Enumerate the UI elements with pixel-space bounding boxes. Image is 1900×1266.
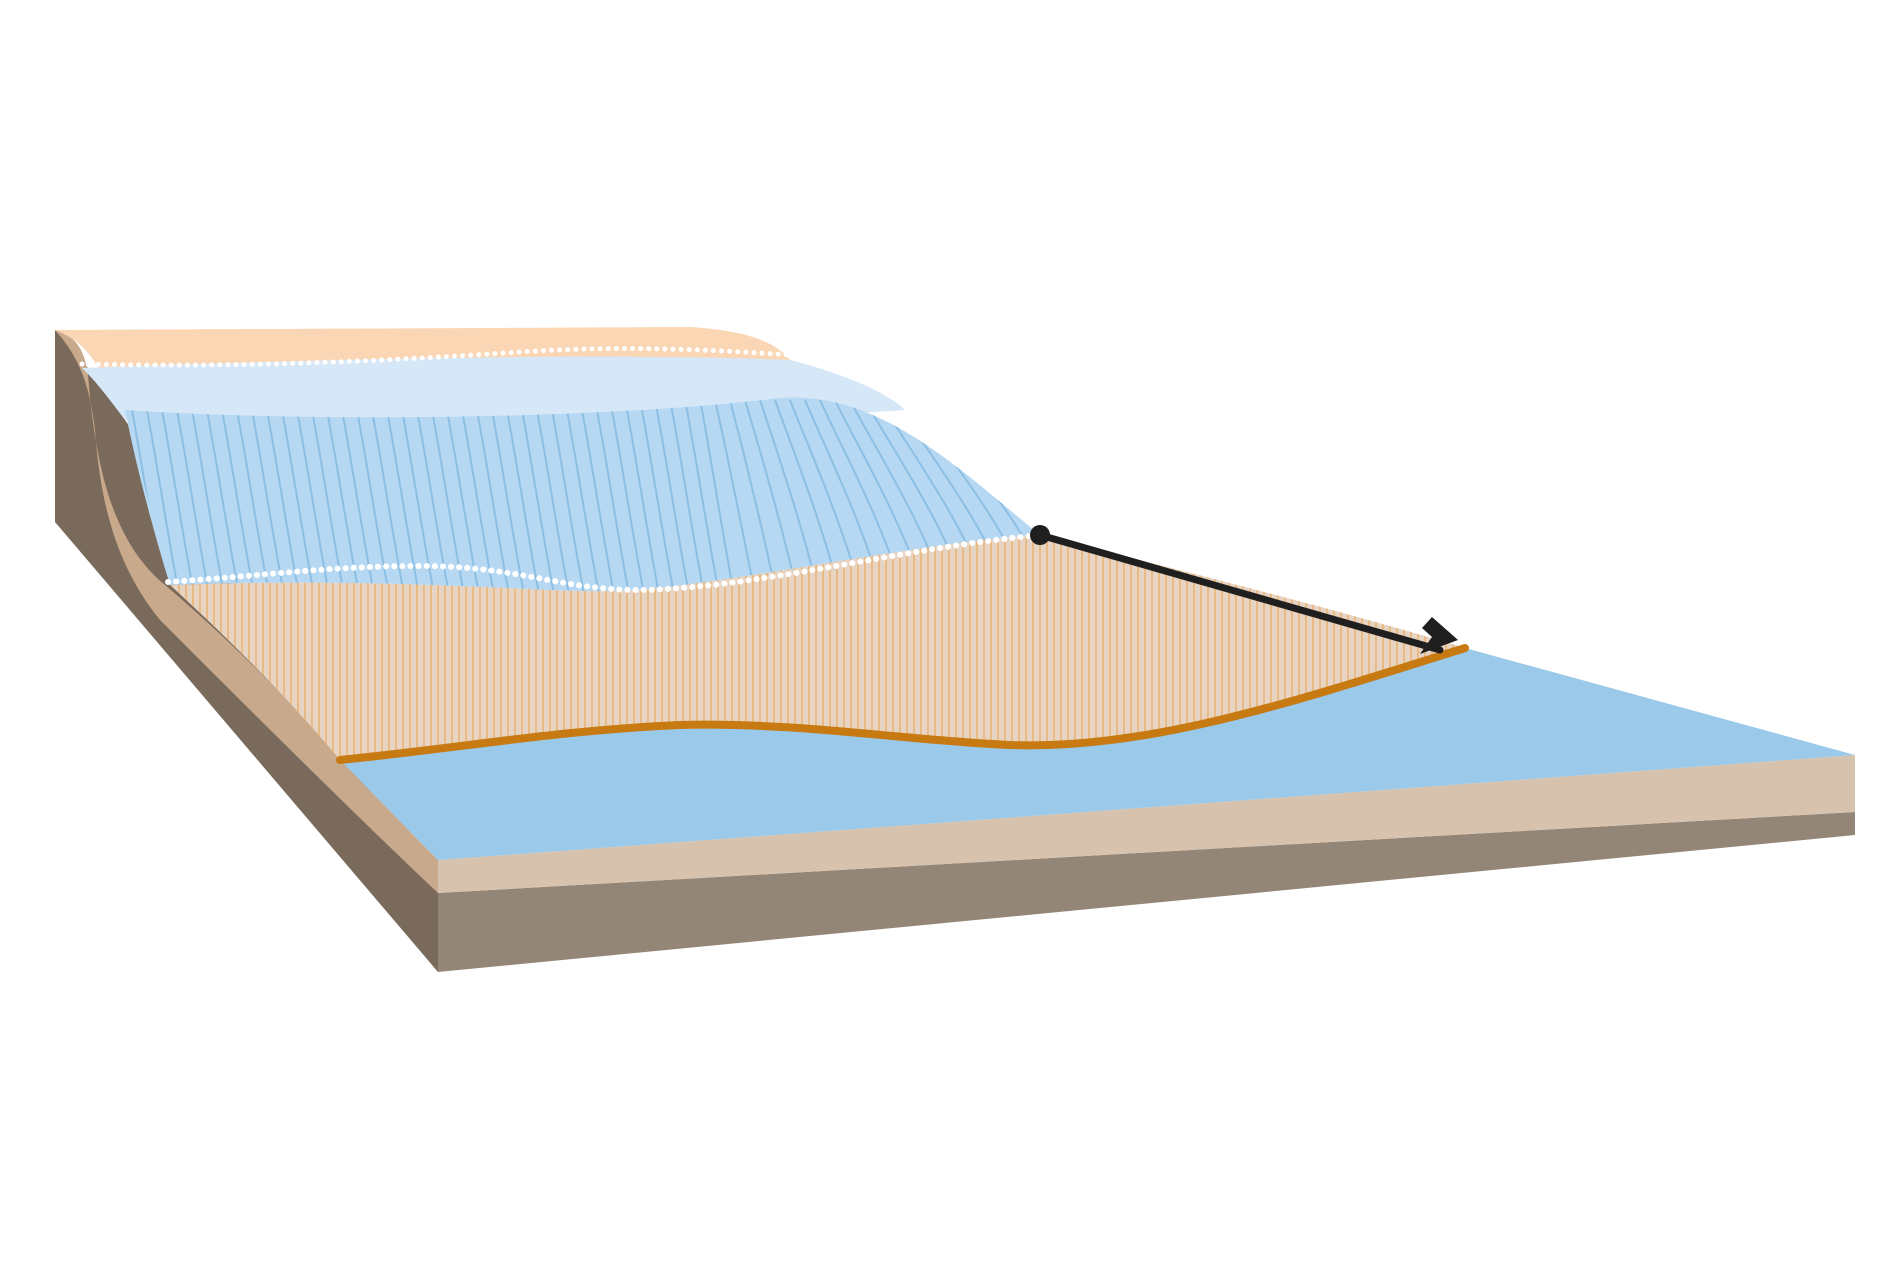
wave-face-line <box>654 399 691 592</box>
wave-face-line <box>429 399 466 592</box>
direction-arrow-icon <box>1420 617 1458 654</box>
wave-face-line <box>339 399 376 592</box>
wave-face-line <box>279 399 316 592</box>
upper-dotted-line <box>79 346 793 368</box>
middle-dotted-line <box>165 532 1043 594</box>
wave-face-line <box>669 399 706 592</box>
wave-face-line <box>534 399 571 592</box>
wave-face-line <box>324 399 361 592</box>
wave-face-line <box>354 399 391 592</box>
start-point-dot-icon <box>1030 525 1050 545</box>
block-front-sand <box>438 755 1855 893</box>
wave-face-line <box>684 399 721 592</box>
wave-face-line <box>564 399 601 592</box>
wave-face-line <box>294 399 331 592</box>
block-front-dark <box>438 812 1855 972</box>
wave-face-line <box>159 399 196 592</box>
wave-face-line <box>399 399 436 592</box>
wave-face-line <box>144 399 181 592</box>
wave-face-line <box>519 399 556 592</box>
wave-face-line <box>579 399 616 592</box>
wave-face-line <box>474 399 511 592</box>
wave-face-line <box>549 399 586 592</box>
direction-arrow-shaft <box>1036 531 1444 654</box>
wave-face-line <box>174 399 211 592</box>
wave-face-line <box>219 399 256 592</box>
wave-face-line <box>309 399 346 592</box>
shoreline-line <box>336 644 1469 764</box>
wave-face-line <box>189 399 226 592</box>
wave-face-line <box>204 399 241 592</box>
cliff-face <box>55 330 438 893</box>
wave-face-line <box>699 399 736 592</box>
wave-face-line <box>234 399 271 592</box>
water-surface <box>340 648 1855 860</box>
wave-face-line <box>594 399 631 592</box>
wave-face-line <box>369 399 406 592</box>
wave-face-line <box>489 399 526 592</box>
wave-face-line <box>609 399 646 592</box>
wave-face-line <box>729 399 779 592</box>
wave-face-line <box>414 399 451 592</box>
wave-face-line <box>624 399 661 592</box>
wave-face-line <box>384 399 421 592</box>
wave-face-line <box>714 399 758 592</box>
wave-face-line <box>504 399 541 592</box>
wave-face-line <box>639 399 676 592</box>
